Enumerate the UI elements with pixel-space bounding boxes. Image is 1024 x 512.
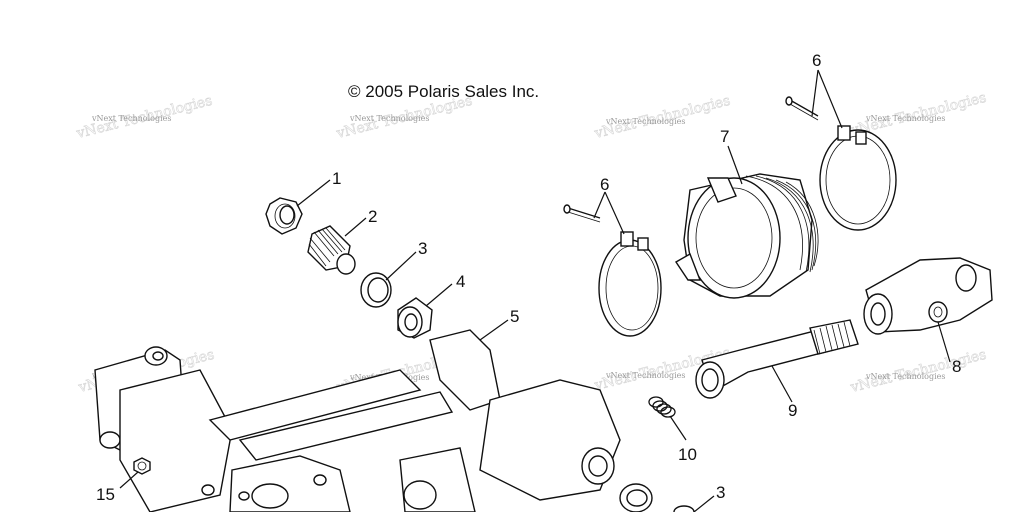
part-u-joint: [863, 257, 993, 335]
callout-9: 9: [788, 401, 797, 420]
watermark-1: vNext Technologies vNext Technologies: [74, 92, 214, 142]
part-clamp-left: [563, 204, 662, 337]
callout-8: 8: [952, 357, 961, 376]
callout-3-lower: 3: [716, 483, 725, 502]
leader-lines: [119, 69, 951, 512]
part-bolt-15: [133, 457, 151, 475]
callout-2: 2: [368, 207, 377, 226]
part-spring: [648, 396, 676, 418]
callout-5: 5: [510, 307, 519, 326]
callout-10: 10: [678, 445, 697, 464]
part-hex-nut: [265, 197, 303, 235]
svg-text:vNext Technologies: vNext Technologies: [91, 114, 171, 123]
watermark-3: vNext Technologies vNext Technologies: [592, 92, 732, 142]
callout-3-upper: 3: [418, 239, 427, 258]
part-clamp-right: [785, 96, 897, 231]
svg-text:vNext Technologies: vNext Technologies: [605, 117, 685, 126]
part-boot: [675, 173, 819, 299]
svg-text:vNext Technologies: vNext Technologies: [605, 371, 685, 380]
watermark-8: vNext Technologies vNext Technologies: [848, 346, 988, 396]
part-splined-shaft: [695, 319, 859, 399]
svg-text:vNext Technologies: vNext Technologies: [865, 372, 945, 381]
callout-7: 7: [720, 127, 729, 146]
callout-6-left: 6: [600, 175, 609, 194]
part-bushing: [397, 297, 433, 339]
callout-6-right: 6: [812, 51, 821, 70]
part-seal-lower: [619, 483, 695, 512]
part-swing-arm: [94, 329, 621, 512]
copyright-notice: © 2005 Polaris Sales Inc.: [348, 82, 539, 101]
part-threaded-stud: [307, 225, 356, 275]
svg-text:vNext Technologies: vNext Technologies: [349, 114, 429, 123]
callout-15: 15: [96, 485, 115, 504]
part-seal-upper: [360, 272, 392, 308]
callout-1: 1: [332, 169, 341, 188]
svg-text:vNext Technologies: vNext Technologies: [865, 114, 945, 123]
callout-4: 4: [456, 272, 465, 291]
